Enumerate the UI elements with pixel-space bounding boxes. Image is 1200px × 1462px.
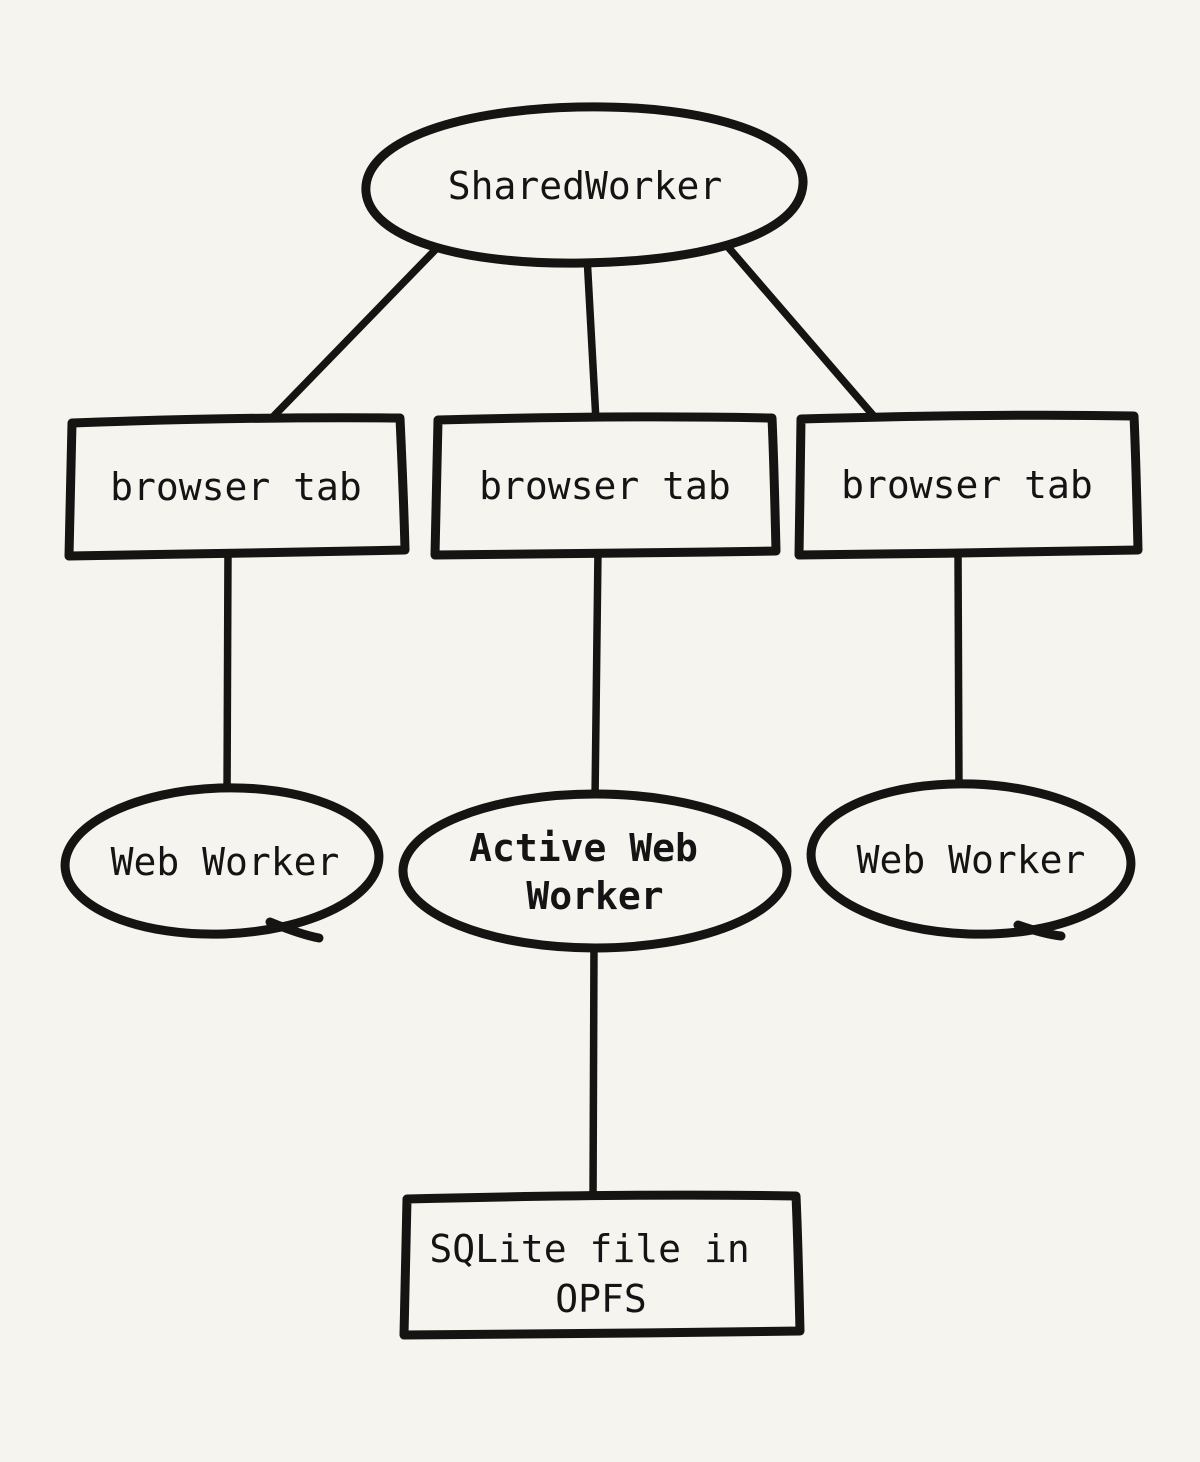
node-browser-tab-middle: browser tab xyxy=(430,412,781,560)
active-web-worker-ellipse xyxy=(398,789,792,953)
node-browser-tab-left: browser tab xyxy=(64,413,410,561)
sqlite-file-label-line1: SQLite file in xyxy=(429,1227,749,1271)
node-web-worker-left: Web Worker xyxy=(60,783,384,943)
web-worker-left-pen-overlap xyxy=(265,917,324,943)
edge-tab-left-to-webworker-left xyxy=(223,546,232,802)
edge-sharedworker-to-tab-left xyxy=(264,243,442,426)
sqlite-file-label-line2: OPFS xyxy=(555,1277,647,1321)
web-worker-right-label: Web Worker xyxy=(857,838,1086,882)
shared-worker-ellipse xyxy=(361,102,808,268)
node-web-worker-right: Web Worker xyxy=(806,779,1136,941)
edge-sharedworker-to-tab-right xyxy=(724,243,882,425)
browser-tab-right-rect xyxy=(794,410,1143,560)
node-browser-tab-right: browser tab xyxy=(794,410,1143,560)
shared-worker-label: SharedWorker xyxy=(448,164,723,208)
node-active-web-worker: Active Web Worker xyxy=(398,789,792,953)
edge-tab-right-to-webworker-right xyxy=(954,546,963,798)
browser-tab-middle-label: browser tab xyxy=(479,464,731,508)
active-web-worker-label-line2: Worker xyxy=(526,874,663,918)
browser-tab-left-label: browser tab xyxy=(110,465,362,509)
node-sqlite-file: SQLite file in OPFS xyxy=(399,1190,805,1340)
active-web-worker-label: Active Web Worker xyxy=(469,826,721,918)
browser-tab-left-rect xyxy=(64,413,410,561)
browser-tab-right-label: browser tab xyxy=(841,463,1093,507)
web-worker-right-pen-overlap xyxy=(1013,920,1066,941)
edge-sharedworker-to-tab-middle xyxy=(583,252,600,425)
edge-tab-middle-to-active-webworker xyxy=(591,546,602,804)
node-shared-worker: SharedWorker xyxy=(361,102,808,268)
web-worker-left-ellipse xyxy=(60,783,384,939)
active-web-worker-label-line1: Active Web xyxy=(469,826,698,870)
sqlite-file-rect xyxy=(399,1190,805,1340)
edge-active-webworker-to-sqlite xyxy=(589,940,598,1206)
sqlite-file-label: SQLite file in OPFS xyxy=(429,1227,772,1321)
web-worker-right-ellipse xyxy=(806,779,1136,939)
browser-tab-middle-rect xyxy=(430,412,781,560)
web-worker-left-label: Web Worker xyxy=(111,840,340,884)
edges xyxy=(223,243,963,1206)
